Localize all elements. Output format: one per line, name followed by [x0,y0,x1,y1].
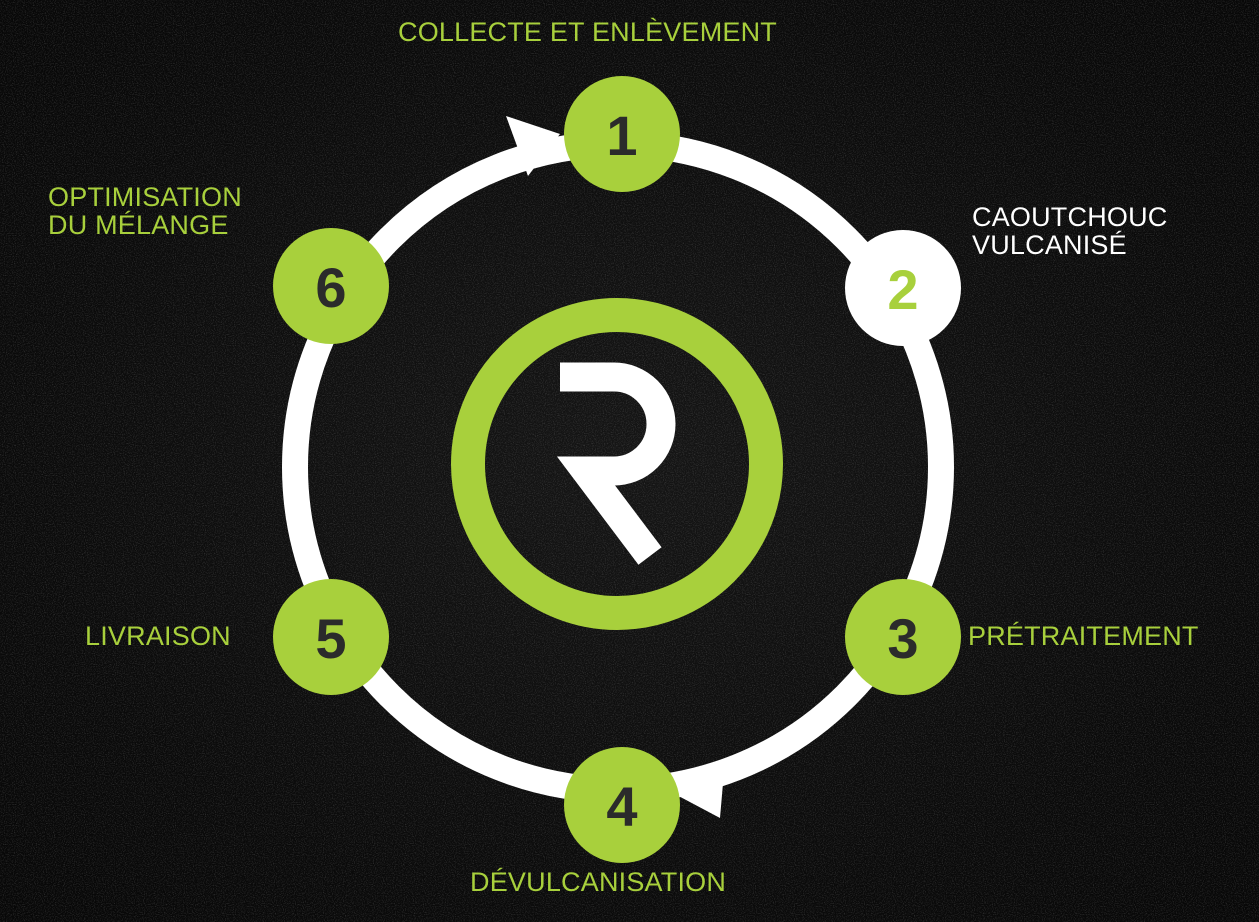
step-6-label-line-1: OPTIMISATION [48,182,242,212]
step-2-label-line-1: CAOUTCHOUC [972,202,1168,232]
step-3-badge: 3 [845,579,961,695]
step-6-number: 6 [315,256,346,319]
step-4-label: DÉVULCANISATION [470,868,726,896]
step-3-number: 3 [887,607,918,670]
arrow-to-step-1 [506,116,560,176]
step-5-badge: 5 [273,579,389,695]
step-6-label-line-2: DU MÉLANGE [48,210,229,240]
step-2-number: 2 [887,258,918,321]
step-2-label-line-2: VULCANISÉ [972,230,1127,260]
step-4-number: 4 [606,775,637,838]
arrow-to-step-4 [671,760,725,818]
step-1-label: COLLECTE ET ENLÈVEMENT [398,18,777,46]
step-4-label-line: DÉVULCANISATION [470,867,727,897]
r-logo-icon [451,298,783,630]
step-2-label: CAOUTCHOUC VULCANISÉ [972,203,1168,259]
step-5-label-line: LIVRAISON [85,621,231,651]
step-4-badge: 4 [564,747,680,863]
step-3-label-line: PRÉTRAITEMENT [968,621,1199,651]
step-1-number: 1 [606,104,637,167]
step-5-label: LIVRAISON [85,622,231,650]
step-1-badge: 1 [564,76,680,192]
step-3-label: PRÉTRAITEMENT [968,622,1199,650]
step-5-number: 5 [315,607,346,670]
step-1-label-line: COLLECTE ET ENLÈVEMENT [398,17,777,47]
step-6-label: OPTIMISATION DU MÉLANGE [48,183,242,239]
step-2-badge: 2 [845,230,961,346]
step-6-badge: 6 [273,228,389,344]
